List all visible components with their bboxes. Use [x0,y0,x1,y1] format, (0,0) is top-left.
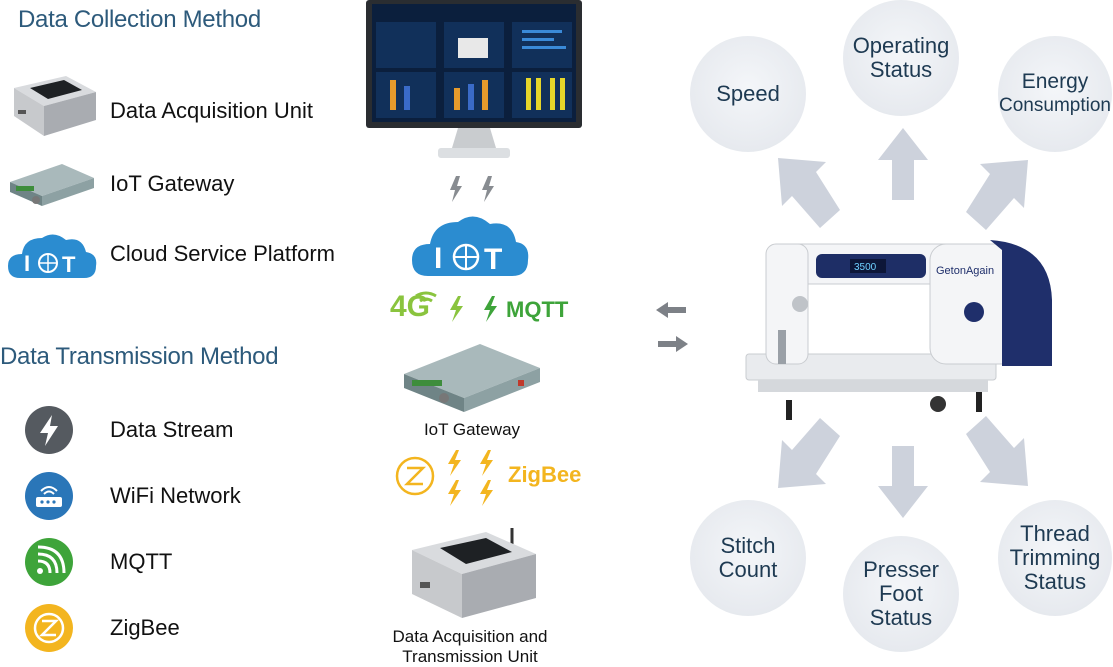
metric-presser-line3: Status [869,605,933,630]
metric-speed: Speed [690,36,806,152]
lightning-mqtt-icon [484,296,497,322]
data-stream-icon [25,406,73,454]
metric-stitch-line1: Stitch [720,533,776,558]
svg-text:I: I [434,242,442,275]
svg-text:T: T [484,243,502,276]
lightning-pair-icon [450,176,494,202]
transmission-item-zigbee: ZigBee [110,615,180,640]
zigbee-icon [25,604,73,652]
transmission-item-mqtt: MQTT [110,549,173,574]
iot-cloud-icon: I T [412,216,529,276]
metric-presser-line1: Presser [863,557,939,582]
4g-label: 4G [390,290,431,323]
lightning-zigbee-icon [448,450,493,506]
metric-thread-line2: Trimming [1009,545,1101,570]
center-unit-caption: Data Acquisition and Transmission Unit [370,627,570,667]
svg-text:I: I [24,251,30,276]
iot-gateway-image [10,164,94,206]
mqtt-icon [25,538,73,586]
sewing-machine-image: 3500 GetonAgain [745,240,1052,420]
mqtt-label: MQTT [506,297,569,322]
svg-text:T: T [62,252,76,277]
collection-item-iot-gateway: IoT Gateway [110,171,235,196]
metric-thread-line3: Status [1023,569,1087,594]
lightning-green-icon [450,296,463,322]
machine-brand: GetonAgain [936,265,994,277]
data-acquisition-unit-image [14,76,96,136]
4g-signal-icon [415,291,437,303]
transmission-title: Data Transmission Method [0,343,279,370]
metric-speed-line1: Speed [716,81,780,106]
radiating-arrows [778,128,1028,518]
machine-display: 3500 [854,262,877,273]
center-unit-caption-line1: Data Acquisition and [392,627,548,646]
monitor-dashboard-image [366,0,582,158]
metric-operating-line2: Status [869,57,933,82]
zigbee-label: ZigBee [508,462,582,487]
metric-thread-line1: Thread [1020,521,1090,546]
center-data-acquisition-unit-image [412,528,536,618]
metric-energy-line2: Consumption [999,95,1111,116]
metric-operating-line1: Operating [852,33,950,58]
collection-item-cloud-service-platform: Cloud Service Platform [110,241,335,266]
zigbee-ring-icon [395,456,435,496]
bidirectional-arrows-icon [656,302,688,352]
collection-item-data-acquisition-unit: Data Acquisition Unit [110,98,313,123]
transmission-item-wifi-network: WiFi Network [110,483,241,508]
wifi-router-icon [25,472,73,520]
metric-stitch-line2: Count [718,557,778,582]
cloud-icon: I T [8,234,97,278]
metric-energy-line1: Energy [1021,70,1089,93]
transmission-item-data-stream: Data Stream [110,417,234,442]
metric-presser-line2: Foot [878,581,923,606]
center-unit-caption-line2: Transmission Unit [402,647,538,666]
center-iot-gateway-image [404,344,540,412]
center-gateway-caption: IoT Gateway [423,420,521,439]
collection-title: Data Collection Method [18,6,261,33]
